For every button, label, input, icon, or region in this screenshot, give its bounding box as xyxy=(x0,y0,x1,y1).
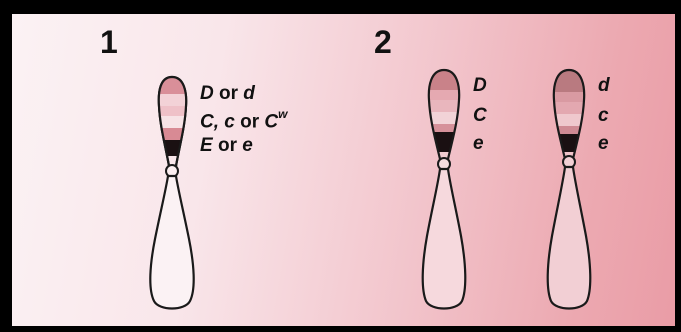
chr1-label-row1: D or d xyxy=(200,84,255,103)
chromosome-long-arm xyxy=(150,176,193,309)
chr1-label-row2: C, c or Cw xyxy=(200,110,288,131)
chromosome-1 xyxy=(150,77,193,309)
chromosome-long-arm xyxy=(548,167,591,309)
diagram-panel: 1 2 xyxy=(12,14,675,326)
chr2a-label-d: D xyxy=(473,76,487,95)
band-light-2 xyxy=(422,112,467,124)
chr2b-label-e: e xyxy=(598,134,609,153)
band-e xyxy=(547,134,592,152)
chr2b-label-c: c xyxy=(598,106,609,125)
chr1-label-row3: E or e xyxy=(200,136,253,155)
chromosome-long-arm xyxy=(423,169,466,309)
chromosome-2a xyxy=(422,70,467,309)
chromosome-diagram xyxy=(12,14,675,326)
band-pink xyxy=(152,128,192,140)
band-light-2 xyxy=(152,116,192,128)
chr2a-label-e: e xyxy=(473,134,484,153)
band-e xyxy=(152,140,192,156)
chr2b-label-d: d xyxy=(598,76,610,95)
chr2a-label-c: C xyxy=(473,106,487,125)
band-pink xyxy=(422,124,467,132)
chromosome-2b xyxy=(547,70,592,309)
band-e xyxy=(422,132,467,152)
band-light-2 xyxy=(547,114,592,126)
band-pink xyxy=(547,126,592,134)
